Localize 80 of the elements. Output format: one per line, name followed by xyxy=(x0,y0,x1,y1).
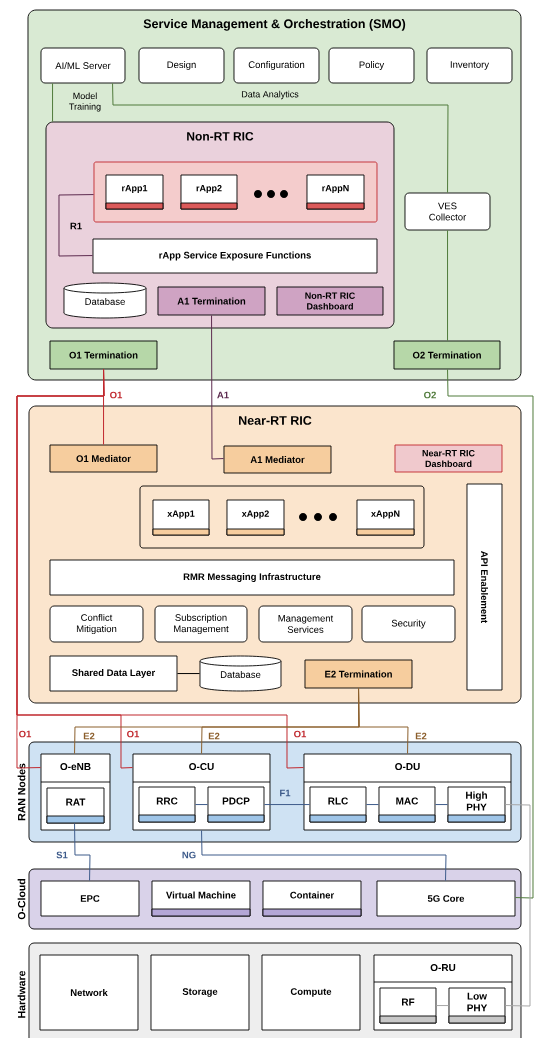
connector-line xyxy=(112,82,449,194)
service-box: Design xyxy=(138,47,225,84)
database-cylinder: Database xyxy=(63,282,147,319)
module-box: RLC xyxy=(309,786,367,823)
api-enablement-bar: API Enablement xyxy=(466,483,503,691)
edge-label: F1 xyxy=(278,788,292,798)
edge-label: E2 xyxy=(414,731,428,741)
service-box: Configuration xyxy=(233,47,320,84)
app-box: rApp2 xyxy=(180,174,238,210)
cloud-box: EPC xyxy=(40,880,140,917)
function-box: Security xyxy=(361,605,456,643)
edge-label: A1 xyxy=(215,390,231,400)
mediator-box: O1 Mediator xyxy=(49,444,158,473)
cloud-box: 5G Core xyxy=(376,880,516,917)
connector-line xyxy=(194,804,209,806)
app-box: xApp1 xyxy=(152,499,210,536)
function-box: Conflict Mitigation xyxy=(49,605,144,643)
app-box: xAppN xyxy=(356,499,415,536)
termination-box: O1 Termination xyxy=(49,340,158,370)
function-box: Subscription Management xyxy=(154,605,248,643)
module-box: RAT xyxy=(46,787,105,824)
connector-line xyxy=(74,822,91,882)
termination-box: A1 Termination xyxy=(157,286,266,316)
service-box: AI/ML Server xyxy=(40,47,126,84)
connector-line xyxy=(52,82,54,123)
edge-label: E2 xyxy=(207,731,221,741)
edge-label: NG xyxy=(180,850,198,860)
module-box: MAC xyxy=(378,786,436,823)
connector-line xyxy=(358,687,409,755)
termination-box: O2 Termination xyxy=(393,340,501,370)
function-box: Management Services xyxy=(258,605,353,643)
termination-box: E2 Termination xyxy=(304,659,413,689)
service-box: Inventory xyxy=(426,47,513,84)
edge-label: S1 xyxy=(55,850,69,860)
dashboard-box: Non-RT RIC Dashboard xyxy=(276,286,384,316)
edge-label: E2 xyxy=(82,731,96,741)
cloud-box: Container xyxy=(262,880,362,917)
edge-label: O1 xyxy=(17,729,33,739)
edge-label: Data Analytics xyxy=(240,89,300,101)
hardware-box: Storage xyxy=(150,954,250,1031)
hardware-box: Network xyxy=(39,954,139,1031)
edge-label: O1 xyxy=(108,390,124,400)
connector-line xyxy=(16,368,305,769)
node-label: RAN Nodes xyxy=(17,763,26,821)
connector-line xyxy=(176,673,201,675)
app-box: xApp2 xyxy=(226,499,285,536)
module-box: RRC xyxy=(138,786,196,823)
connector-line xyxy=(434,804,449,806)
data-layer-box: Shared Data Layer xyxy=(49,655,178,692)
function-box: rApp Service Exposure Functions xyxy=(92,238,378,274)
connector-line xyxy=(447,368,534,899)
connector-line xyxy=(365,804,380,806)
node-label: Hardware xyxy=(17,970,26,1018)
dashboard-box: Near-RT RIC Dashboard xyxy=(394,444,503,473)
service-box: Policy xyxy=(328,47,415,84)
connector-line xyxy=(211,314,225,460)
edge-label: O1 xyxy=(125,729,141,739)
module-box: Low PHY xyxy=(448,987,506,1024)
connector-line xyxy=(435,1005,450,1007)
cloud-box: Virtual Machine xyxy=(151,880,251,917)
edge-label: O2 xyxy=(422,390,438,400)
hardware-box: Compute xyxy=(261,954,361,1031)
edge-label: Model Training xyxy=(60,91,110,113)
edge-label: O1 xyxy=(292,729,308,739)
collector-box: VES Collector xyxy=(404,192,491,231)
database-cylinder: Database xyxy=(199,655,282,692)
edge-label: R1 xyxy=(68,221,84,231)
module-box: High PHY xyxy=(447,786,506,823)
module-box: PDCP xyxy=(207,786,265,823)
module-box: RF xyxy=(379,987,437,1024)
connector-line xyxy=(201,829,447,882)
mediator-box: A1 Mediator xyxy=(223,445,332,474)
app-box: rApp1 xyxy=(105,174,164,210)
app-box: rAppN xyxy=(306,174,365,210)
messaging-bar: RMR Messaging Infrastructure xyxy=(49,559,455,596)
connector-line xyxy=(58,194,95,257)
node-label: O-Cloud xyxy=(17,878,26,920)
connector-line xyxy=(263,804,311,806)
connector-line xyxy=(447,229,449,342)
connector-line xyxy=(504,804,531,1007)
